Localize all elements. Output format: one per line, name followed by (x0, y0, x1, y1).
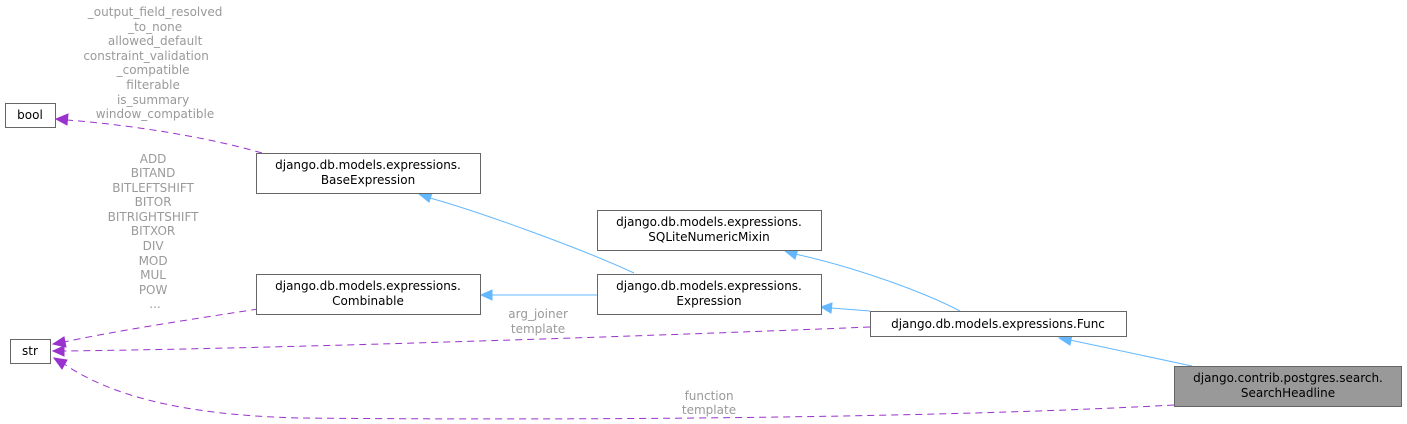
edge-func-to-expression (830, 307, 871, 312)
edge-func-to-sqlitemixin (794, 253, 961, 312)
svg-text:django.db.models.expressions.F: django.db.models.expressions.Func (891, 317, 1105, 331)
svg-text:django.db.models.expressions.: django.db.models.expressions. (275, 158, 461, 172)
svg-text:Expression: Expression (676, 294, 741, 308)
edge-expression-to-baseexpression (429, 197, 635, 274)
node-combinable[interactable]: django.db.models.expressions. Combinable (256, 274, 481, 315)
edge-combinable-to-str (63, 308, 259, 343)
svg-text:django.contrib.postgres.search: django.contrib.postgres.search. (1193, 371, 1383, 385)
node-baseexpression[interactable]: django.db.models.expressions. BaseExpres… (256, 153, 481, 194)
node-sqlitenumericmixin[interactable]: django.db.models.expressions. SQLiteNume… (597, 210, 822, 251)
arrowhead-str-from-searchheadline (52, 357, 68, 370)
edge-searchheadline-to-func (1069, 339, 1193, 367)
svg-text:django.db.models.expressions.: django.db.models.expressions. (616, 279, 802, 293)
arrowhead-bool (54, 113, 69, 126)
arrowhead-expression (819, 302, 833, 314)
arrowhead-str-from-combinable (51, 336, 67, 348)
edge-labels: _output_field_resolved _to_none allowed_… (83, 5, 738, 417)
label-base-to-bool: _output_field_resolved _to_none allowed_… (83, 5, 226, 121)
node-searchheadline[interactable]: django.contrib.postgres.search. SearchHe… (1174, 366, 1402, 407)
edge-func-to-str (63, 326, 871, 352)
svg-text:Combinable: Combinable (332, 294, 404, 308)
svg-text:bool: bool (17, 108, 43, 122)
svg-text:SQLiteNumericMixin: SQLiteNumericMixin (648, 230, 769, 244)
edge-searchheadline-to-str (63, 363, 1175, 420)
node-bool[interactable]: bool (5, 103, 56, 128)
svg-text:BaseExpression: BaseExpression (321, 173, 415, 187)
label-combinable-to-str: ADD BITAND BITLEFTSHIFT BITOR BITRIGHTSH… (108, 152, 203, 311)
edge-baseexpression-to-bool (66, 119, 263, 154)
node-func[interactable]: django.db.models.expressions.Func (870, 311, 1127, 337)
arrowhead-str-from-func (51, 345, 65, 357)
label-headline-to-str: function template (682, 389, 738, 417)
arrowhead-combinable (479, 289, 493, 301)
svg-text:django.db.models.expressions.: django.db.models.expressions. (616, 215, 802, 229)
svg-text:django.db.models.expressions.: django.db.models.expressions. (275, 279, 461, 293)
inheritance-edges (417, 192, 1193, 367)
usage-edges (51, 113, 1175, 420)
svg-text:SearchHeadline: SearchHeadline (1241, 386, 1335, 400)
arrowhead-baseexpression (417, 192, 433, 203)
label-func-to-str: arg_joiner template (508, 307, 571, 336)
node-expression[interactable]: django.db.models.expressions. Expression (597, 274, 822, 315)
node-str[interactable]: str (10, 339, 51, 364)
svg-text:str: str (22, 344, 38, 358)
